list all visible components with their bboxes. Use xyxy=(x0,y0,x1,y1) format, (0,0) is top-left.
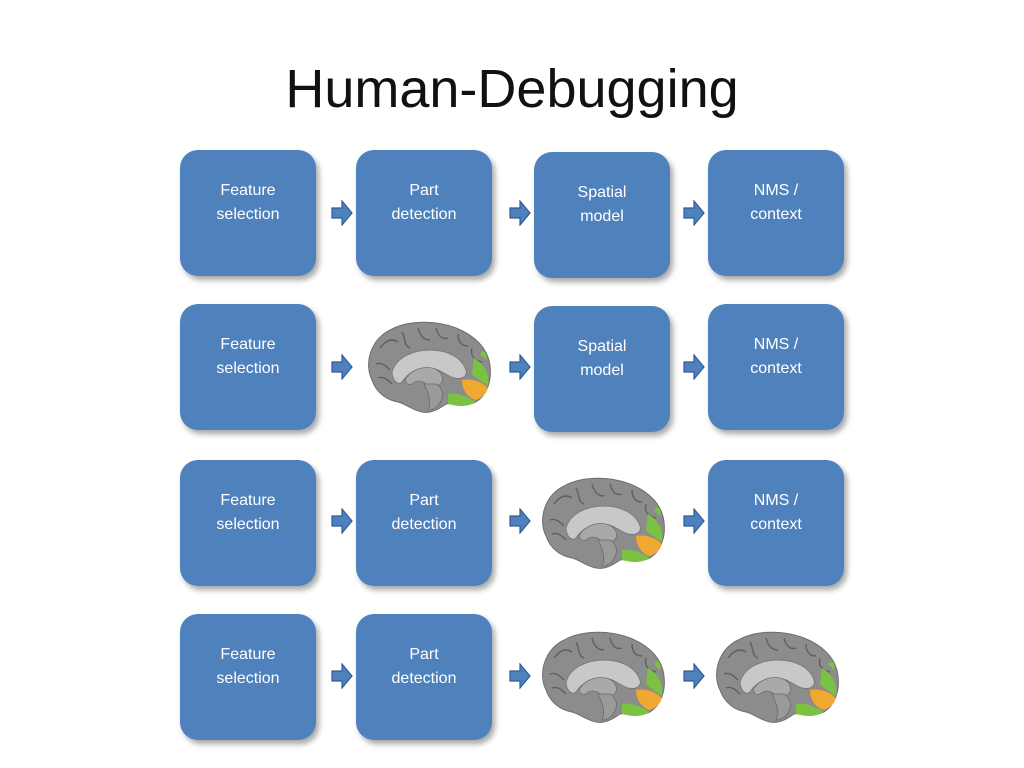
stage-box-feature-selection: Feature selection xyxy=(180,304,316,430)
stage-box-nms-context: NMS / context xyxy=(708,460,844,586)
stage-label: NMS / context xyxy=(750,336,802,377)
stage-box-feature-selection: Feature selection xyxy=(180,614,316,740)
arrow-right-icon xyxy=(683,354,705,380)
stage-box-feature-selection: Feature selection xyxy=(180,150,316,276)
stage-label: Spatial model xyxy=(577,338,627,379)
stage-box-feature-selection: Feature selection xyxy=(180,460,316,586)
stage-label: Feature selection xyxy=(216,182,280,223)
arrow-right-icon xyxy=(509,508,531,534)
stage-label: Part detection xyxy=(391,646,457,687)
stage-label: Feature selection xyxy=(216,646,280,687)
stage-label: Feature selection xyxy=(216,336,280,377)
stage-box-part-detection: Part detection xyxy=(356,614,492,740)
stage-label: Feature selection xyxy=(216,492,280,533)
brain-icon xyxy=(368,321,491,413)
stage-label: Spatial model xyxy=(577,184,627,225)
stage-box-spatial-model: Spatial model xyxy=(534,306,670,432)
brain-icon xyxy=(542,477,665,569)
stage-label: Part detection xyxy=(391,492,457,533)
stage-box-part-detection: Part detection xyxy=(356,150,492,276)
stage-box-nms-context: NMS / context xyxy=(708,304,844,430)
arrow-right-icon xyxy=(683,508,705,534)
brain-icon xyxy=(542,631,665,723)
stage-box-spatial-model: Spatial model xyxy=(534,152,670,278)
arrow-right-icon xyxy=(331,663,353,689)
arrow-right-icon xyxy=(509,663,531,689)
stage-label: NMS / context xyxy=(750,182,802,223)
stage-label: NMS / context xyxy=(750,492,802,533)
slide-title: Human-Debugging xyxy=(285,59,739,119)
stage-box-nms-context: NMS / context xyxy=(708,150,844,276)
stage-box-part-detection: Part detection xyxy=(356,460,492,586)
arrow-right-icon xyxy=(509,200,531,226)
arrow-right-icon xyxy=(331,508,353,534)
arrow-right-icon xyxy=(331,354,353,380)
arrow-right-icon xyxy=(509,354,531,380)
arrow-right-icon xyxy=(683,663,705,689)
arrow-right-icon xyxy=(331,200,353,226)
brain-icon xyxy=(716,631,839,723)
arrow-right-icon xyxy=(683,200,705,226)
stage-label: Part detection xyxy=(391,182,457,223)
